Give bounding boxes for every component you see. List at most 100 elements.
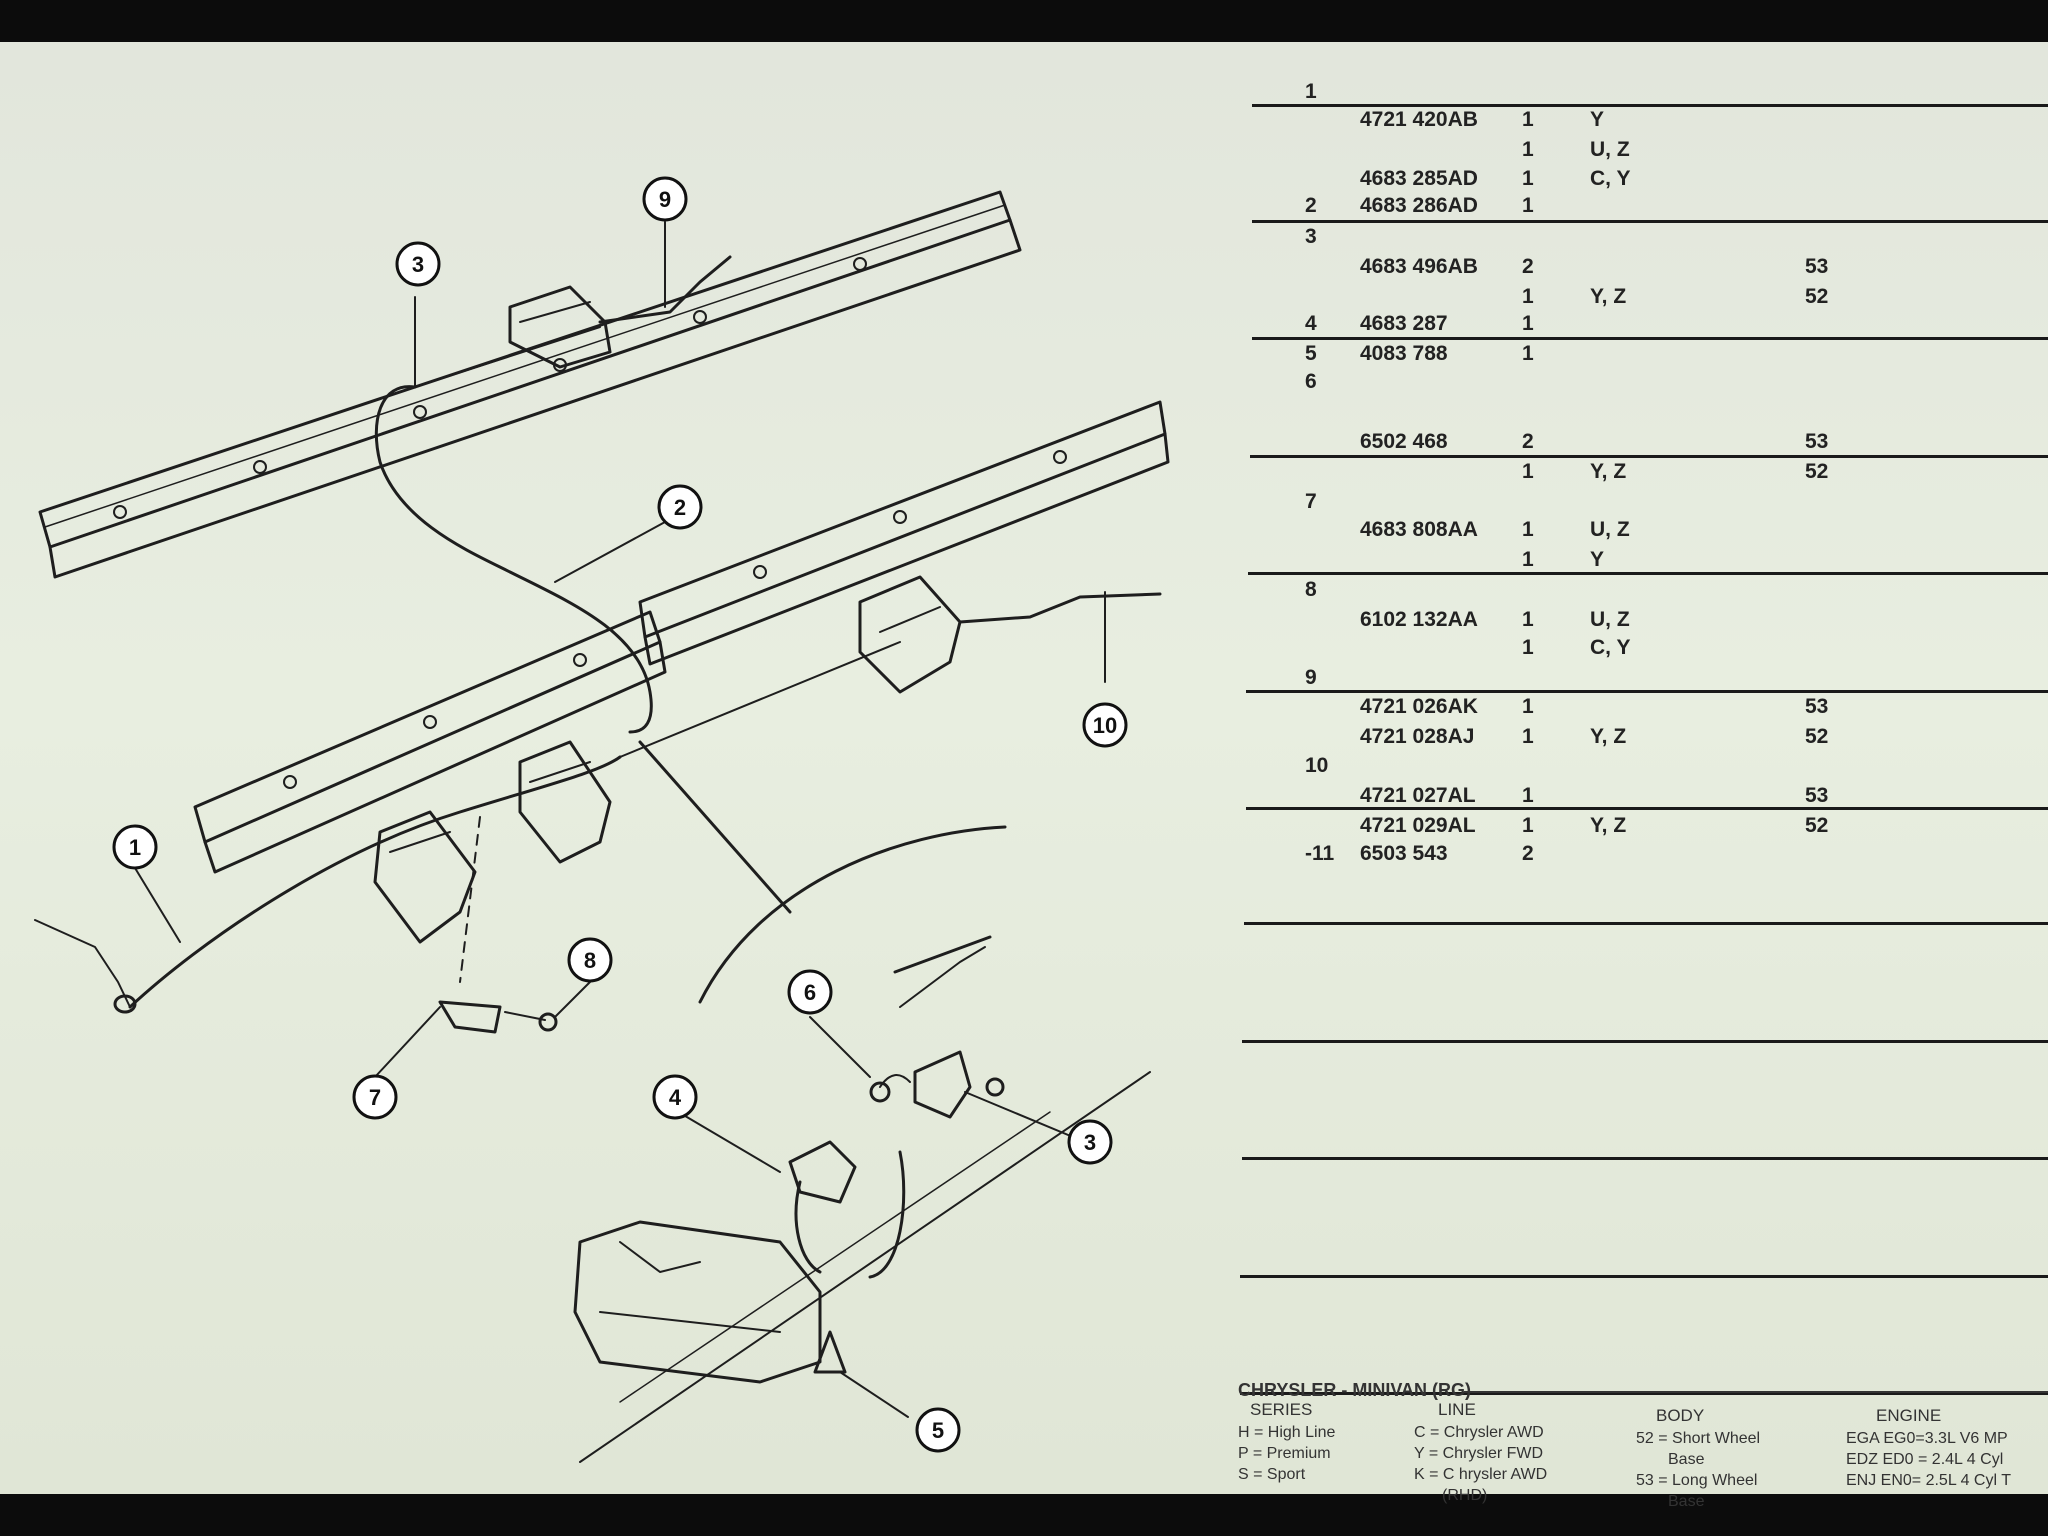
middle-frame-rail — [638, 400, 1167, 639]
svg-text:8: 8 — [584, 948, 596, 973]
body-code: 52 — [1805, 285, 1829, 308]
svg-text:1: 1 — [129, 835, 141, 860]
part-number: 4721 029AL — [1360, 814, 1476, 837]
part-number: 4683 496AB — [1360, 255, 1478, 278]
quantity: 1 — [1522, 138, 1534, 161]
legend-title: CHRYSLER - MINIVAN (RG) — [1238, 1380, 1471, 1400]
table-row: 1 C, Y — [1240, 636, 2048, 666]
callout-9: 9 — [642, 176, 688, 222]
table-row: 4721 026AK 1 53 — [1240, 695, 2048, 725]
body-code: 52 — [1805, 814, 1829, 837]
line-code: Y — [1590, 108, 1605, 131]
svg-text:5: 5 — [932, 1418, 944, 1443]
table-row: 4721 027AL 1 53 — [1240, 784, 2048, 814]
quantity: 1 — [1522, 312, 1534, 335]
body-code: 52 — [1805, 460, 1829, 483]
quantity: 1 — [1522, 167, 1534, 190]
legend-line-item: C = Chrysler AWD — [1414, 1424, 1544, 1441]
quantity: 1 — [1522, 814, 1534, 837]
callout-10: 10 — [1082, 702, 1128, 748]
table-row: 4721 420AB 1 Y — [1240, 108, 2048, 138]
legend-body-item: 52 = Short Wheel — [1636, 1430, 1761, 1447]
item-number: 8 — [1305, 578, 1317, 601]
legend-line-item: (RHD) — [1442, 1487, 1488, 1504]
parts-table: 1 4721 420AB 1 Y 1 U, Z 4683 285AD 1 C, … — [1240, 42, 2048, 1494]
quantity: 1 — [1522, 342, 1534, 365]
table-row: 1 Y — [1240, 548, 2048, 578]
body-code: 53 — [1805, 430, 1829, 453]
quantity: 2 — [1522, 255, 1534, 278]
table-rule — [1248, 572, 2048, 575]
callout-3-inset: 3 — [1067, 1119, 1113, 1165]
svg-text:7: 7 — [369, 1085, 381, 1110]
item-number: 4 — [1305, 312, 1317, 335]
hanger-left — [373, 810, 477, 944]
quantity: 1 — [1522, 608, 1534, 631]
table-rule — [1252, 220, 2048, 223]
item-number: -11 — [1305, 842, 1335, 865]
table-row: 4683 496AB 2 53 — [1240, 255, 2048, 285]
item-number: 10 — [1305, 754, 1329, 777]
table-rule — [1246, 807, 2048, 810]
upper-bracket — [508, 285, 612, 369]
body-code: 53 — [1805, 695, 1829, 718]
legend-body-item: Base — [1668, 1493, 1705, 1510]
table-rule — [1244, 922, 2048, 925]
table-row: 3 — [1240, 225, 2048, 255]
callout-5: 5 — [915, 1407, 961, 1453]
item-number: 9 — [1305, 666, 1317, 689]
callout-1: 1 — [112, 824, 158, 870]
svg-text:3: 3 — [412, 252, 424, 277]
table-rule — [1240, 1275, 2048, 1278]
legend-engine-header: ENGINE — [1876, 1406, 1942, 1425]
quantity: 2 — [1522, 430, 1534, 453]
table-row: 1 Y, Z 52 — [1240, 285, 2048, 315]
part-number: 4683 808AA — [1360, 518, 1478, 541]
part-number: 4683 286AD — [1360, 194, 1478, 217]
quantity: 1 — [1522, 194, 1534, 217]
part-number: 4721 420AB — [1360, 108, 1478, 131]
table-row: 6 — [1240, 370, 2048, 400]
item-number: 2 — [1305, 194, 1317, 217]
part-number: 4683 287 — [1360, 312, 1448, 335]
callout-7: 7 — [352, 1074, 398, 1120]
table-rule — [1246, 690, 2048, 693]
callout-6: 6 — [787, 969, 833, 1015]
line-code: U, Z — [1590, 138, 1630, 161]
callout-8: 8 — [567, 937, 613, 983]
line-code: Y, Z — [1590, 285, 1627, 308]
inset-cable-left — [794, 1180, 822, 1274]
table-row: 2 4683 286AD 1 — [1240, 194, 2048, 224]
table-row: 1 Y, Z 52 — [1240, 460, 2048, 490]
table-row: 4721 029AL 1 Y, Z 52 — [1240, 814, 2048, 844]
part-number: 6503 543 — [1360, 842, 1448, 865]
table-rule — [1242, 1157, 2048, 1160]
part-number: 4683 285AD — [1360, 167, 1478, 190]
item-number: 1 — [1305, 80, 1317, 103]
clip — [438, 1000, 502, 1034]
table-row: 4683 285AD 1 C, Y — [1240, 167, 2048, 197]
part-number: 4721 028AJ — [1360, 725, 1475, 748]
inset-arc — [698, 825, 1007, 1004]
table-row: 6102 132AA 1 U, Z — [1240, 608, 2048, 638]
part-number: 4721 027AL — [1360, 784, 1476, 807]
quantity: 1 — [1522, 784, 1534, 807]
cable-front — [374, 385, 653, 734]
part-number: 4721 026AK — [1360, 695, 1478, 718]
line-code: U, Z — [1590, 608, 1630, 631]
item-number: 6 — [1305, 370, 1317, 393]
line-code: Y, Z — [1590, 814, 1627, 837]
legend-rule — [1464, 1391, 2048, 1393]
quantity: 1 — [1522, 636, 1534, 659]
quantity: 1 — [1522, 725, 1534, 748]
quantity: 1 — [1522, 108, 1534, 131]
upper-frame-rail — [38, 190, 1012, 549]
svg-text:6: 6 — [804, 980, 816, 1005]
lower-bracket — [858, 575, 962, 694]
item-number: 7 — [1305, 490, 1317, 513]
legend-line-item: K = C hrysler AWD — [1414, 1466, 1548, 1483]
legend-body-item: Base — [1668, 1451, 1705, 1468]
legend-engine-item: EDZ ED0 = 2.4L 4 Cyl — [1846, 1451, 2004, 1468]
line-code: Y, Z — [1590, 460, 1627, 483]
table-row: 9 — [1240, 666, 2048, 696]
